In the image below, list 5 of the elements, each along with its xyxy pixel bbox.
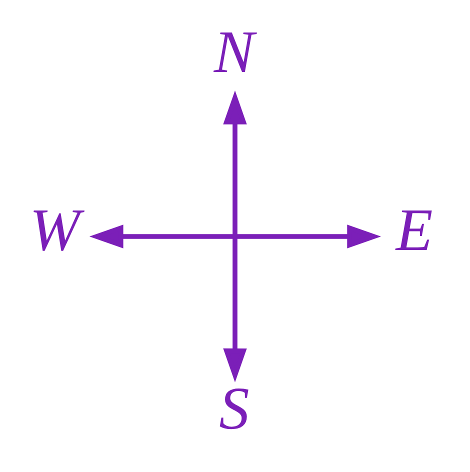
node-text: E	[396, 196, 433, 264]
arrow	[89, 224, 382, 248]
arrow	[223, 90, 247, 382]
node-text: N	[214, 18, 254, 86]
node-text: S	[219, 374, 250, 442]
